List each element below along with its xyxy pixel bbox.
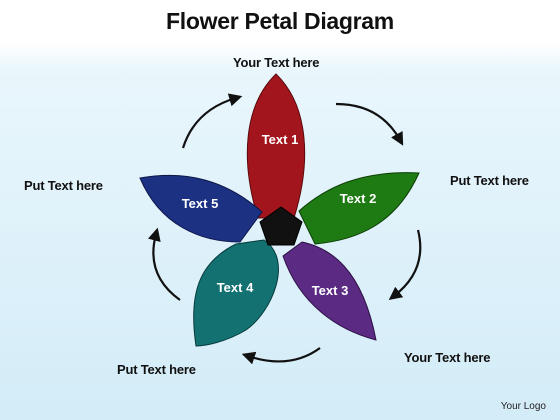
petal-2-label: Text 2 [340, 191, 377, 206]
petal-4-shape [193, 239, 279, 347]
arrow-bottom [241, 347, 321, 365]
callout-right-lower: Your Text here [404, 350, 491, 365]
cycle-arrows [147, 93, 422, 365]
arrow-top-right [335, 102, 404, 146]
petal-text-2: Text 2 [298, 172, 420, 245]
petal-2-shape [298, 172, 420, 245]
petal-3-shape [282, 241, 377, 341]
petal-text-5: Text 5 [139, 174, 263, 243]
petal-1-label: Text 1 [262, 132, 299, 147]
petal-3-label: Text 3 [312, 283, 349, 298]
petal-text-4: Text 4 [193, 239, 279, 347]
petal-5-label: Text 5 [182, 196, 219, 211]
petal-1-shape [246, 73, 306, 219]
petal-text-1: Text 1 [246, 73, 306, 219]
arrow-left [147, 227, 181, 301]
callout-left-lower: Put Text here [117, 362, 196, 377]
callout-top: Your Text here [233, 55, 320, 70]
arrow-top-left [181, 93, 243, 149]
arrow-right [388, 229, 422, 301]
petal-text-3: Text 3 [282, 241, 377, 341]
diagram-title: Flower Petal Diagram [166, 8, 394, 34]
petal-5-shape [139, 174, 263, 243]
callout-left-upper: Put Text here [24, 178, 103, 193]
logo-placeholder: Your Logo [500, 401, 546, 412]
callout-right-upper: Put Text here [450, 173, 529, 188]
title-bar [0, 0, 560, 44]
petal-4-label: Text 4 [217, 280, 254, 295]
center-pentagon [259, 206, 303, 246]
